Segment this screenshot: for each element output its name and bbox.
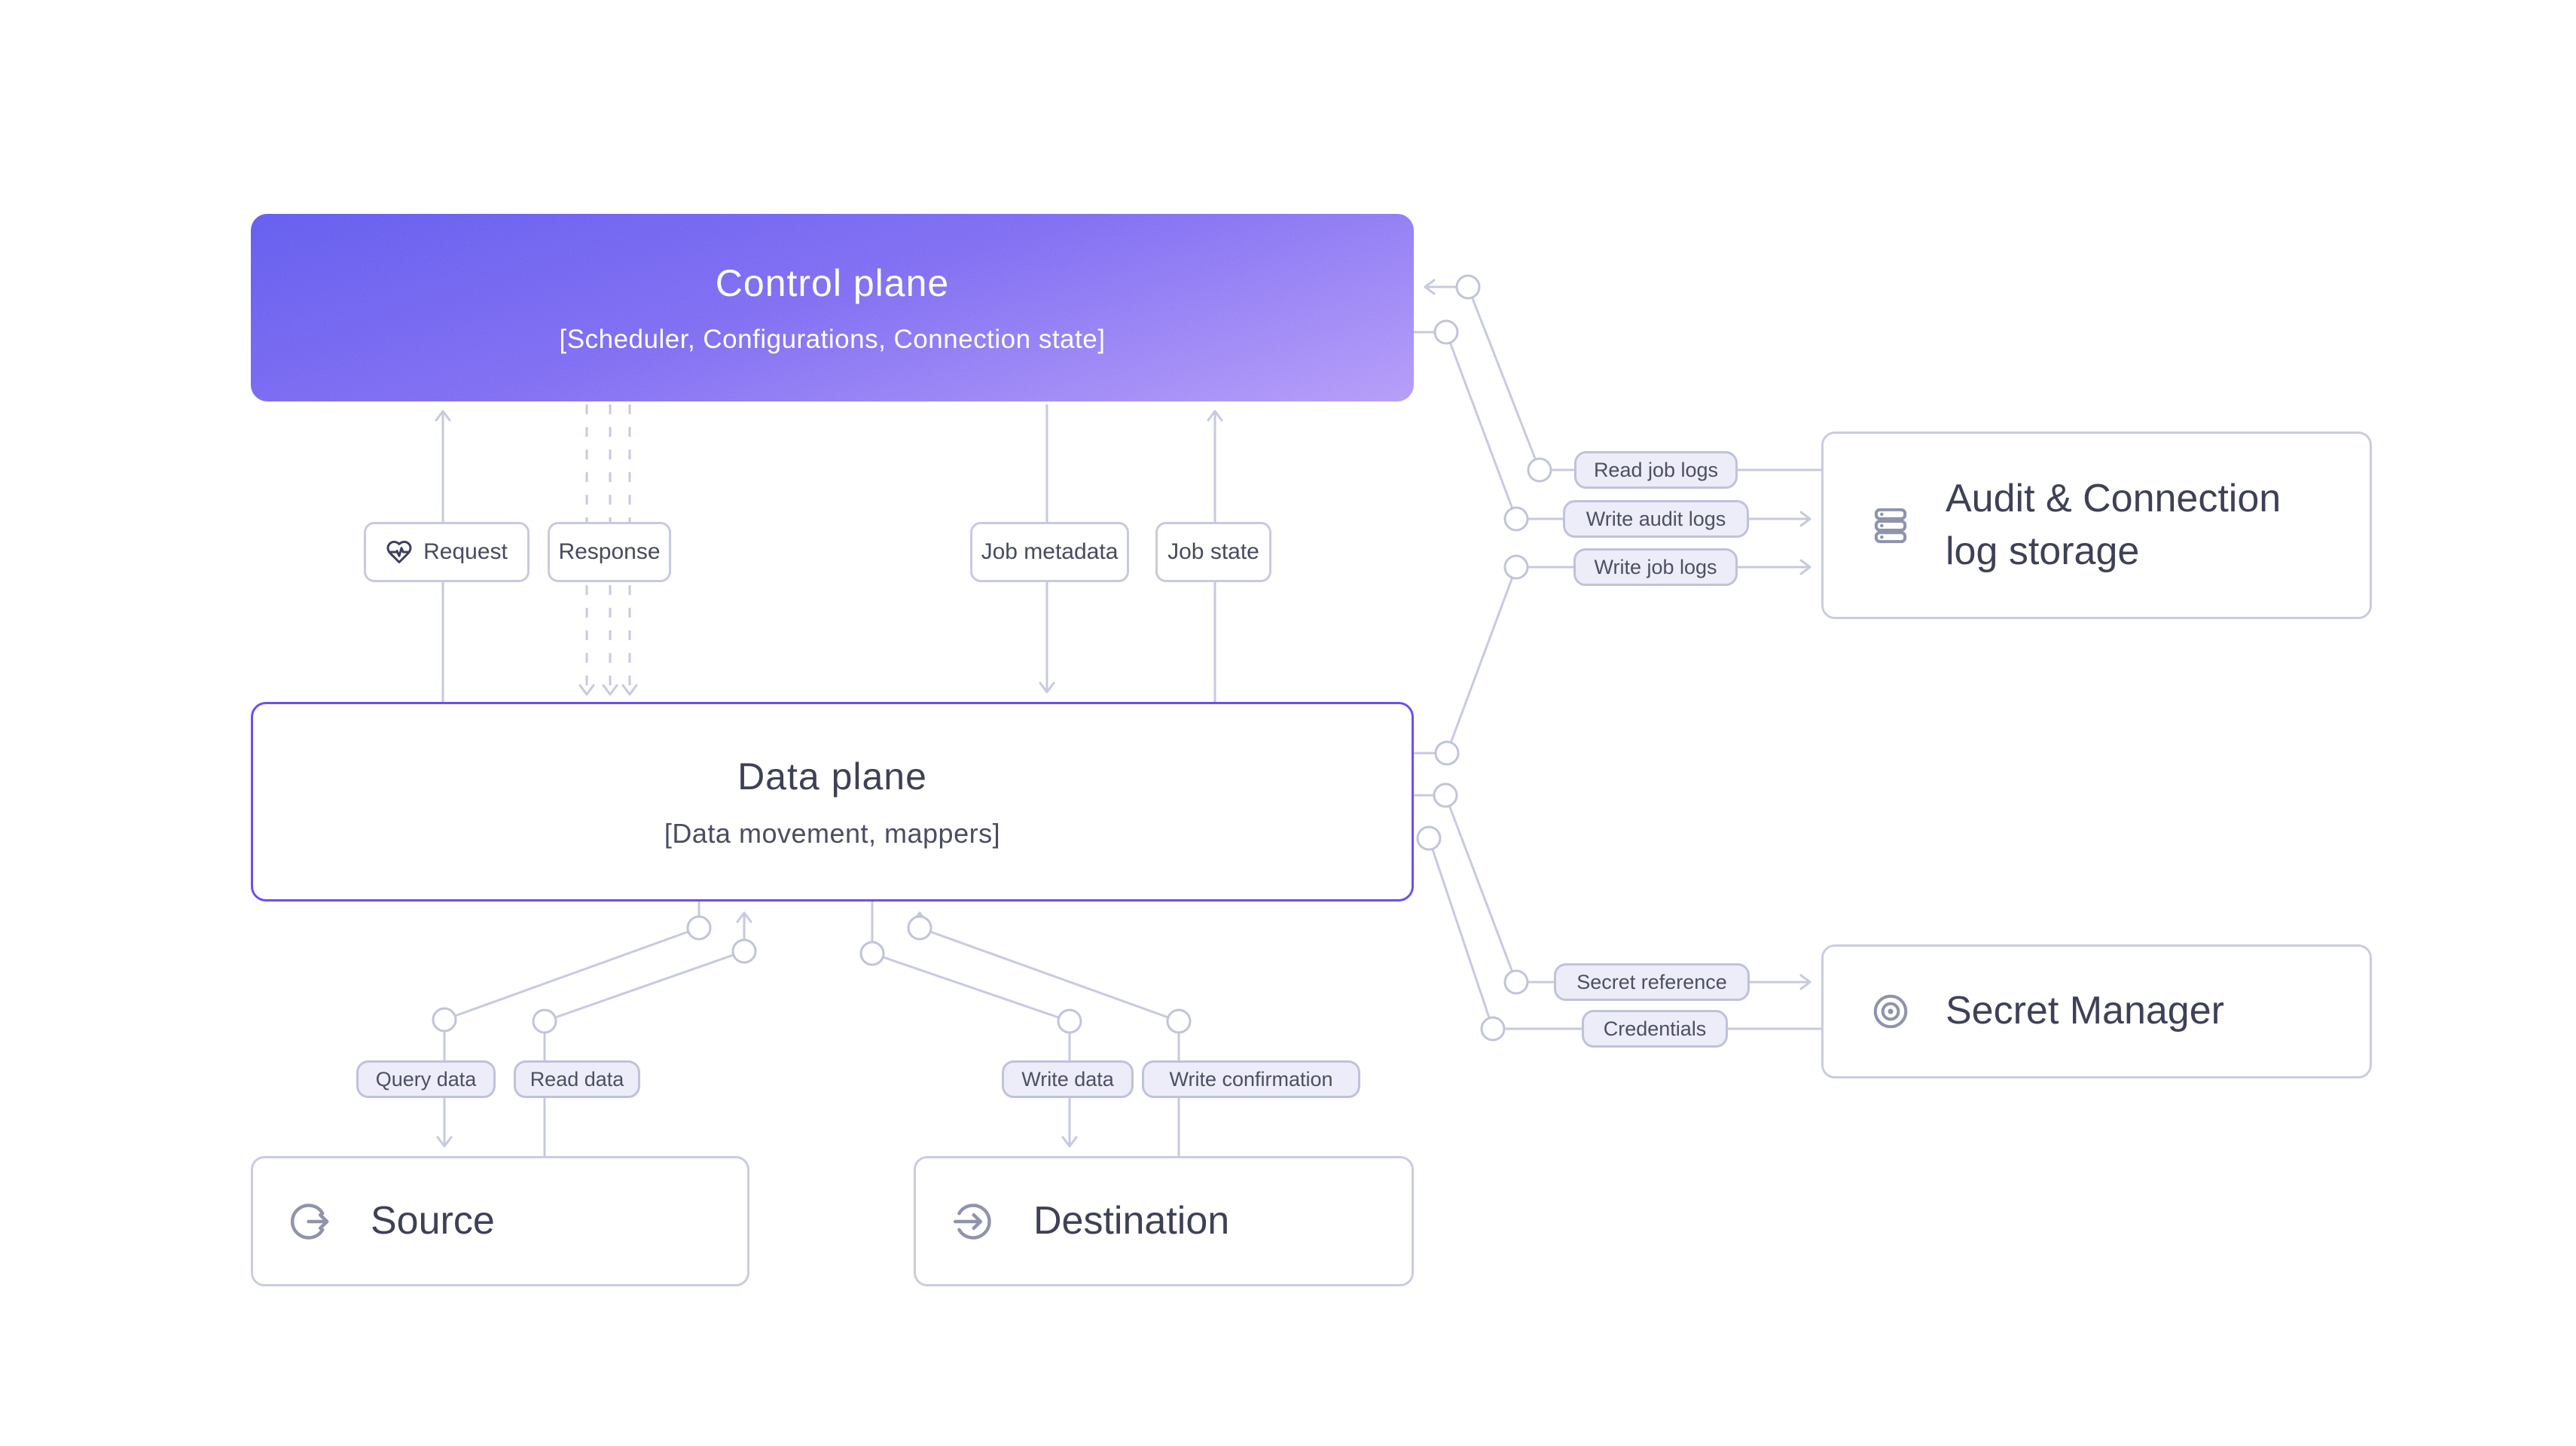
control-plane-title: Control plane	[715, 261, 950, 304]
write-job-logs-text: Write job logs	[1594, 555, 1717, 578]
request-edge-label: Request	[364, 522, 530, 582]
query-data-pill: Query data	[356, 1060, 496, 1098]
response-label-text: Response	[558, 539, 661, 564]
job-metadata-edge-label: Job metadata	[970, 522, 1129, 582]
read-data-pill: Read data	[514, 1060, 640, 1098]
credentials-pill: Credentials	[1582, 1010, 1728, 1048]
job-metadata-label-text: Job metadata	[981, 539, 1119, 564]
response-edge-label: Response	[548, 522, 671, 582]
write-confirmation-text: Write confirmation	[1169, 1067, 1333, 1091]
heart-pulse-icon	[386, 541, 412, 563]
audit-log-storage-box: Audit & Connection log storage	[1821, 432, 2372, 619]
control-plane-subtitle: [Scheduler, Configurations, Connection s…	[559, 324, 1106, 354]
secret-manager-box: Secret Manager	[1821, 944, 2372, 1078]
secret-reference-pill: Secret reference	[1554, 963, 1750, 1001]
request-label-text: Request	[423, 539, 508, 564]
destination-box: Destination	[914, 1156, 1414, 1286]
job-state-label-text: Job state	[1167, 539, 1259, 564]
secret-reference-text: Secret reference	[1576, 970, 1727, 993]
source-title: Source	[371, 1198, 495, 1243]
database-icon	[1874, 508, 1907, 543]
data-plane-title: Data plane	[737, 755, 927, 798]
iris-eye-icon	[1873, 994, 1908, 1029]
write-confirmation-pill: Write confirmation	[1142, 1060, 1360, 1098]
write-audit-logs-pill: Write audit logs	[1563, 500, 1749, 538]
write-audit-logs-text: Write audit logs	[1586, 507, 1726, 530]
control-plane-box: Control plane [Scheduler, Configurations…	[251, 214, 1414, 401]
destination-title: Destination	[1033, 1198, 1230, 1243]
data-plane-box: Data plane [Data movement, mappers]	[251, 702, 1414, 901]
job-state-edge-label: Job state	[1155, 522, 1271, 582]
arrow-into-circle-icon	[953, 1203, 991, 1240]
secret-manager-title: Secret Manager	[1946, 989, 2224, 1033]
source-box: Source	[251, 1156, 749, 1286]
read-job-logs-text: Read job logs	[1593, 458, 1719, 481]
write-data-pill: Write data	[1002, 1060, 1134, 1098]
data-plane-subtitle: [Data movement, mappers]	[664, 817, 1001, 849]
read-data-text: Read data	[530, 1067, 624, 1091]
write-data-text: Write data	[1021, 1067, 1114, 1091]
write-job-logs-pill: Write job logs	[1573, 548, 1738, 586]
audit-box-title: Audit & Connection log storage	[1946, 476, 2281, 573]
arrow-out-of-circle-icon	[290, 1203, 329, 1240]
read-job-logs-pill: Read job logs	[1574, 451, 1738, 489]
credentials-text: Credentials	[1603, 1017, 1707, 1040]
query-data-text: Query data	[375, 1067, 477, 1091]
noise-texture	[251, 214, 1414, 401]
